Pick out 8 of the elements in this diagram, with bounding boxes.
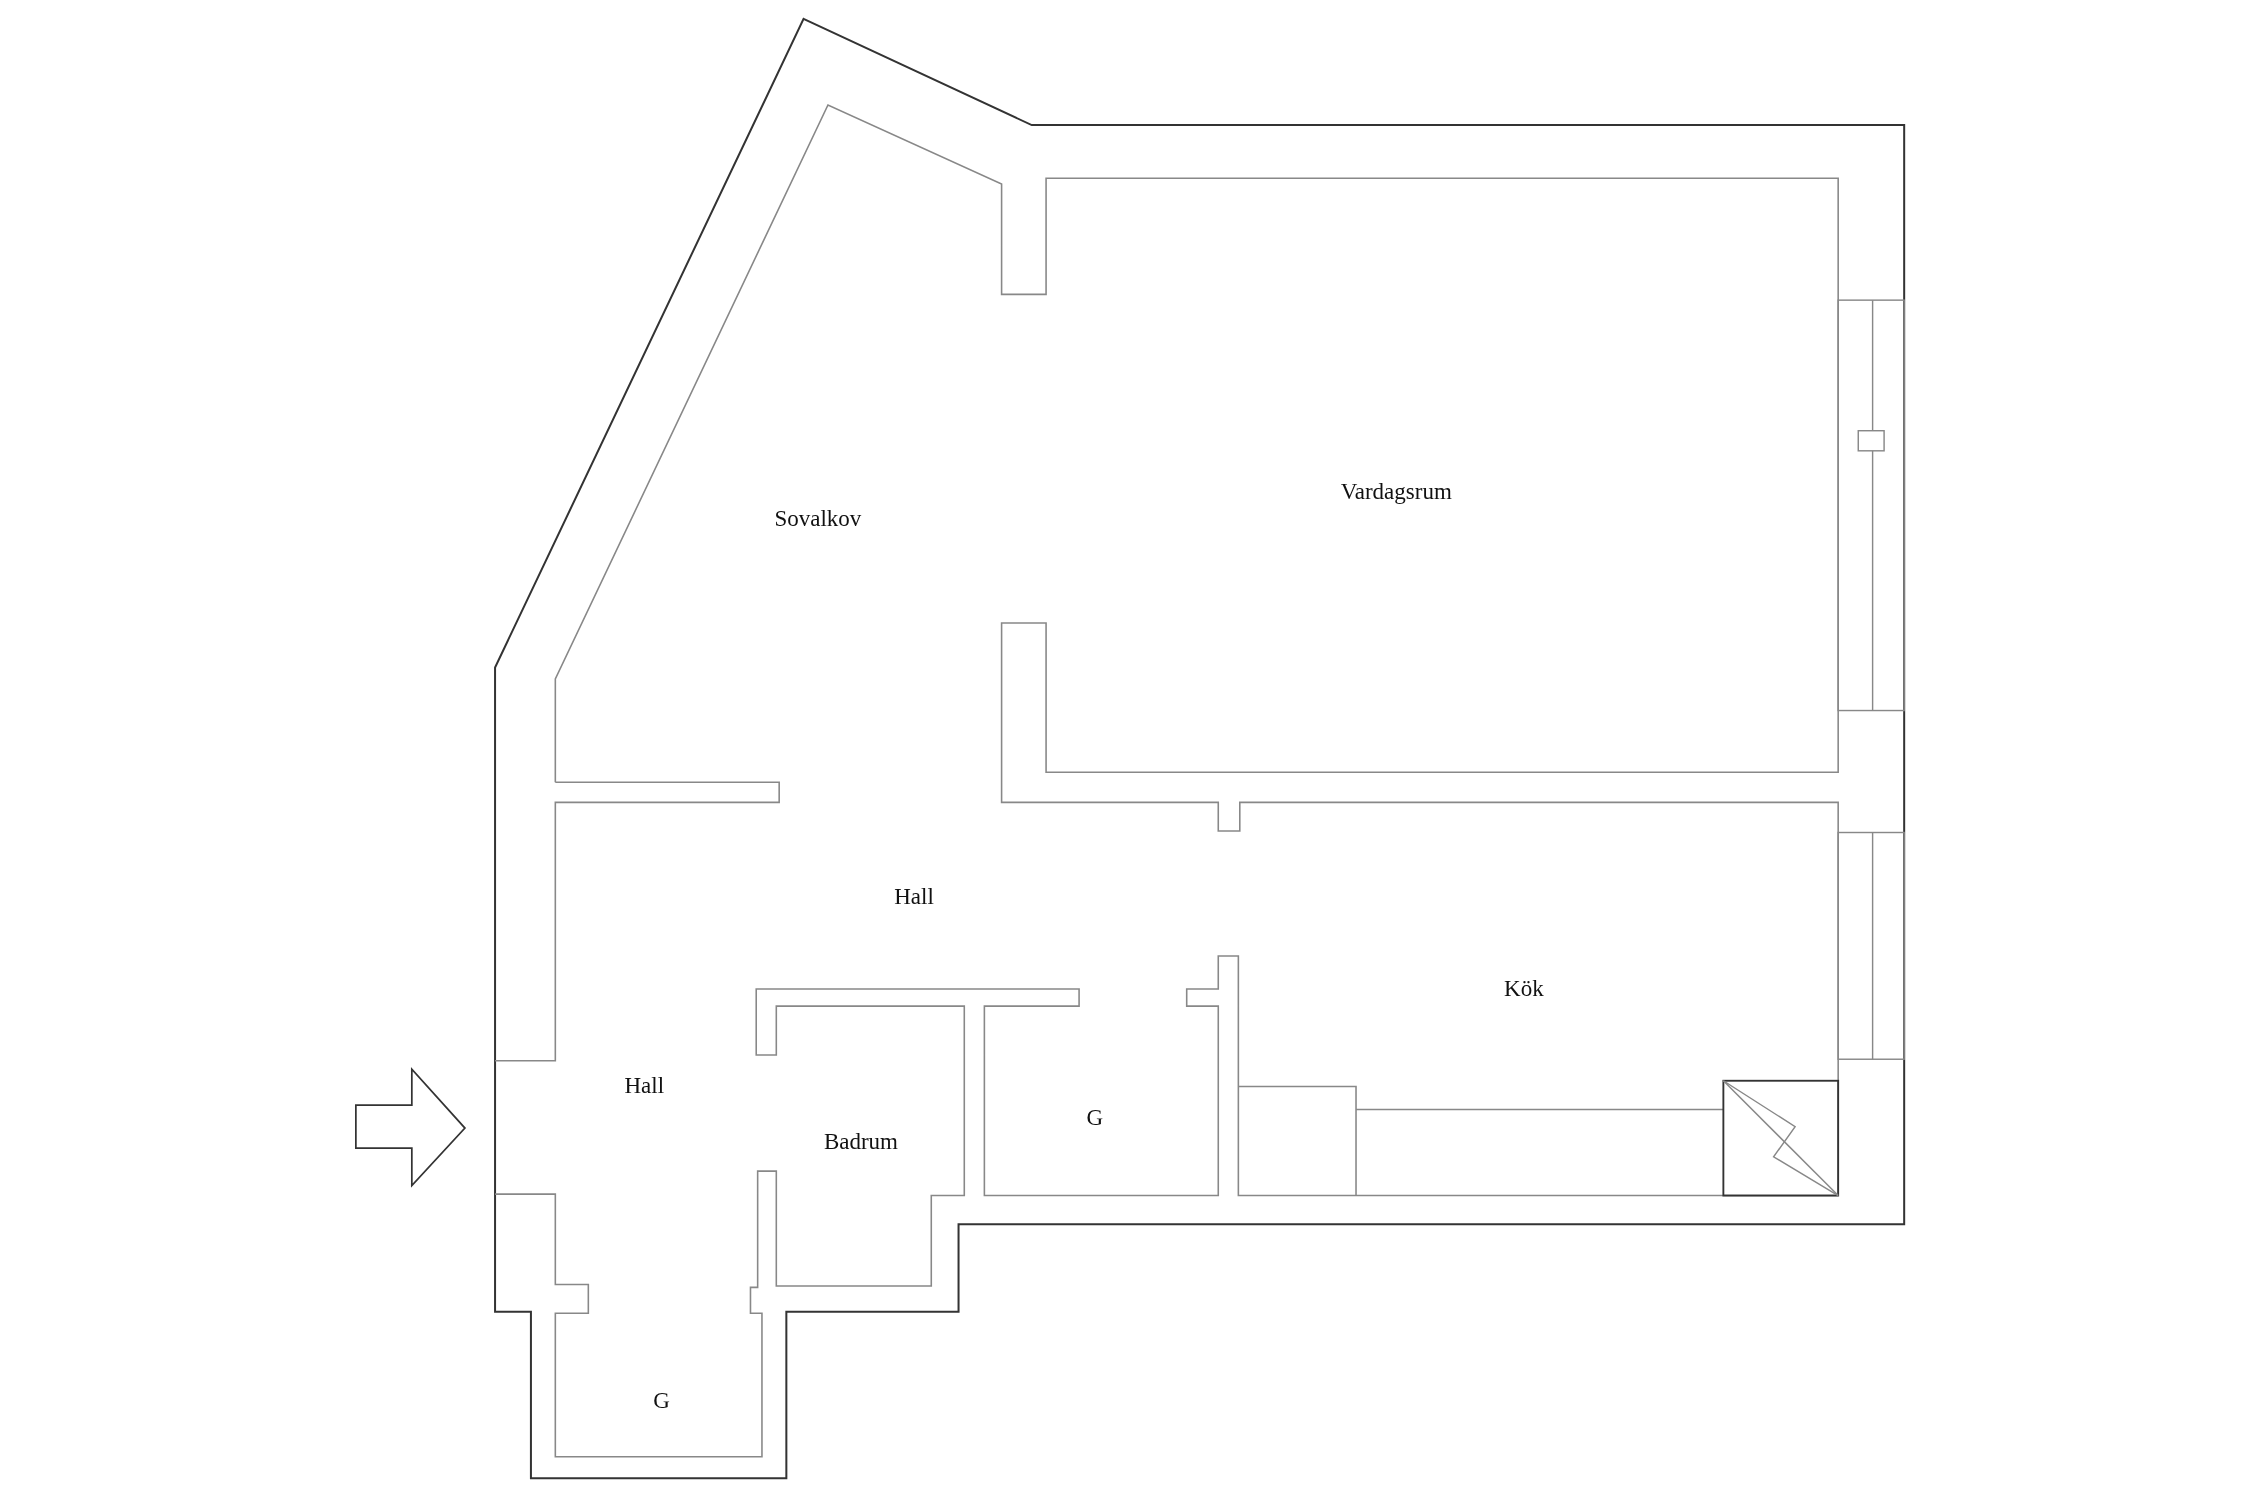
room-label: Hall <box>894 883 934 910</box>
room-label: Badrum <box>823 1129 898 1156</box>
room-label: Vardagsrum <box>1340 479 1452 506</box>
room-label: Hall <box>624 1073 665 1100</box>
room-label: Kök <box>1504 975 1544 1002</box>
room-label: G <box>653 1387 670 1414</box>
room-label: Sovalkov <box>774 506 862 533</box>
room-label: G <box>1086 1104 1104 1131</box>
